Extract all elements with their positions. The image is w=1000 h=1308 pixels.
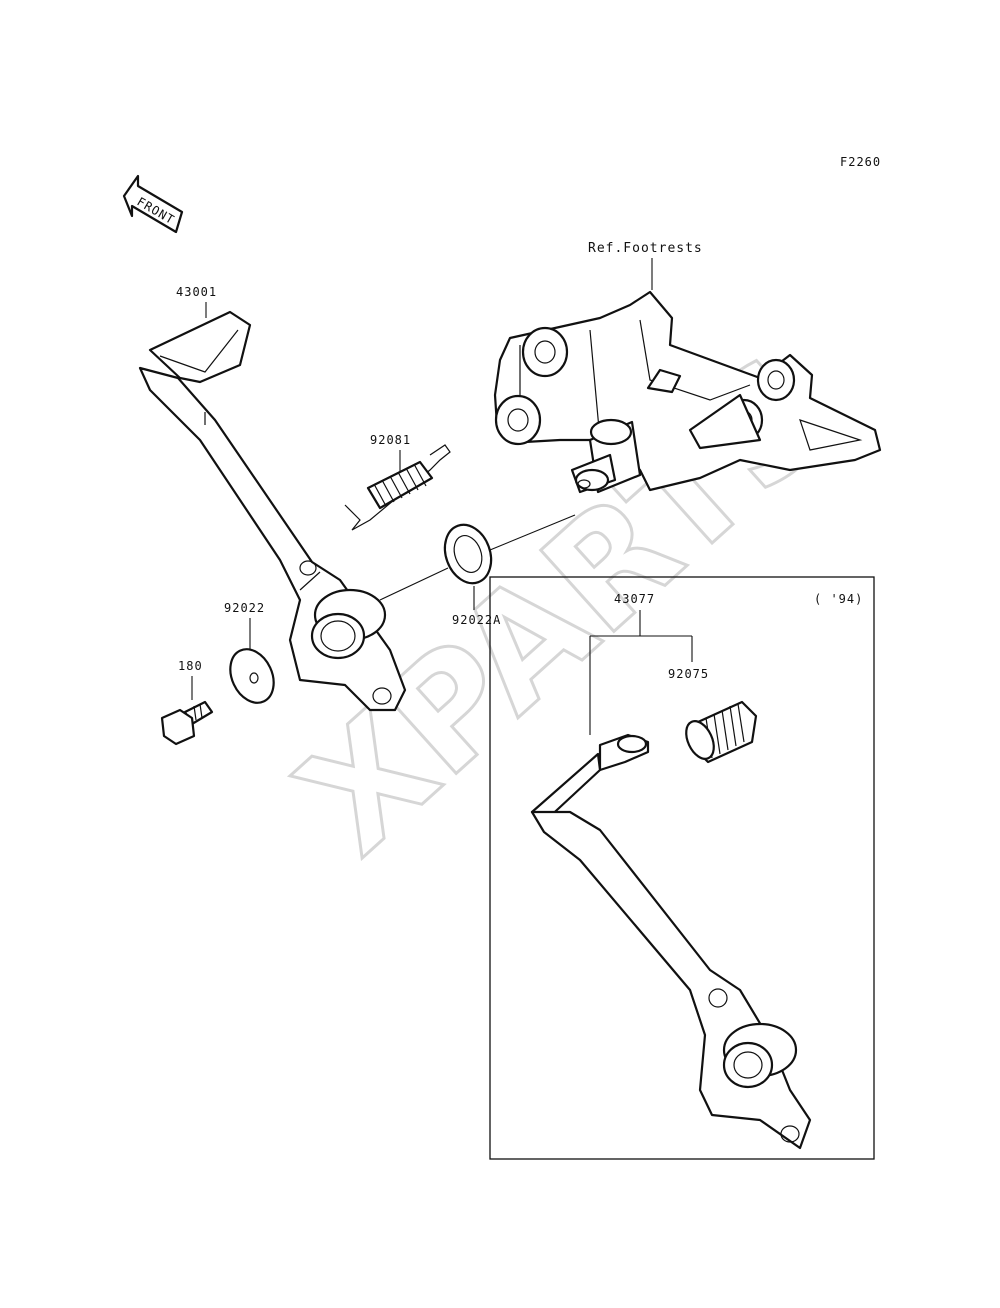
washer-a-label: 92022A [452, 613, 501, 627]
spring-label: 92081 [370, 433, 411, 447]
pedal-assy-label: 43077 [614, 592, 655, 606]
inset-box [489, 576, 875, 1160]
bolt-label: 180 [178, 659, 203, 673]
washer-a [443, 523, 493, 585]
bolt [160, 700, 214, 746]
diagram-code: F2260 [840, 155, 881, 169]
brake-pedal [138, 310, 407, 712]
pedal-assy-leader [589, 610, 693, 735]
footrest-bracket [493, 290, 882, 494]
inset-note: ( '94) [814, 592, 863, 606]
washer [229, 648, 275, 704]
pedal-rubber [685, 700, 758, 764]
washer-label: 92022 [224, 601, 265, 615]
shaft-axis [379, 514, 576, 601]
return-spring [344, 444, 451, 531]
rubber-label: 92075 [668, 667, 709, 681]
ref-footrests-label: Ref.Footrests [588, 241, 703, 256]
pedal-label: 43001 [176, 285, 217, 299]
front-arrow-icon: FRONT [122, 174, 184, 234]
pedal-assembly [530, 733, 812, 1150]
